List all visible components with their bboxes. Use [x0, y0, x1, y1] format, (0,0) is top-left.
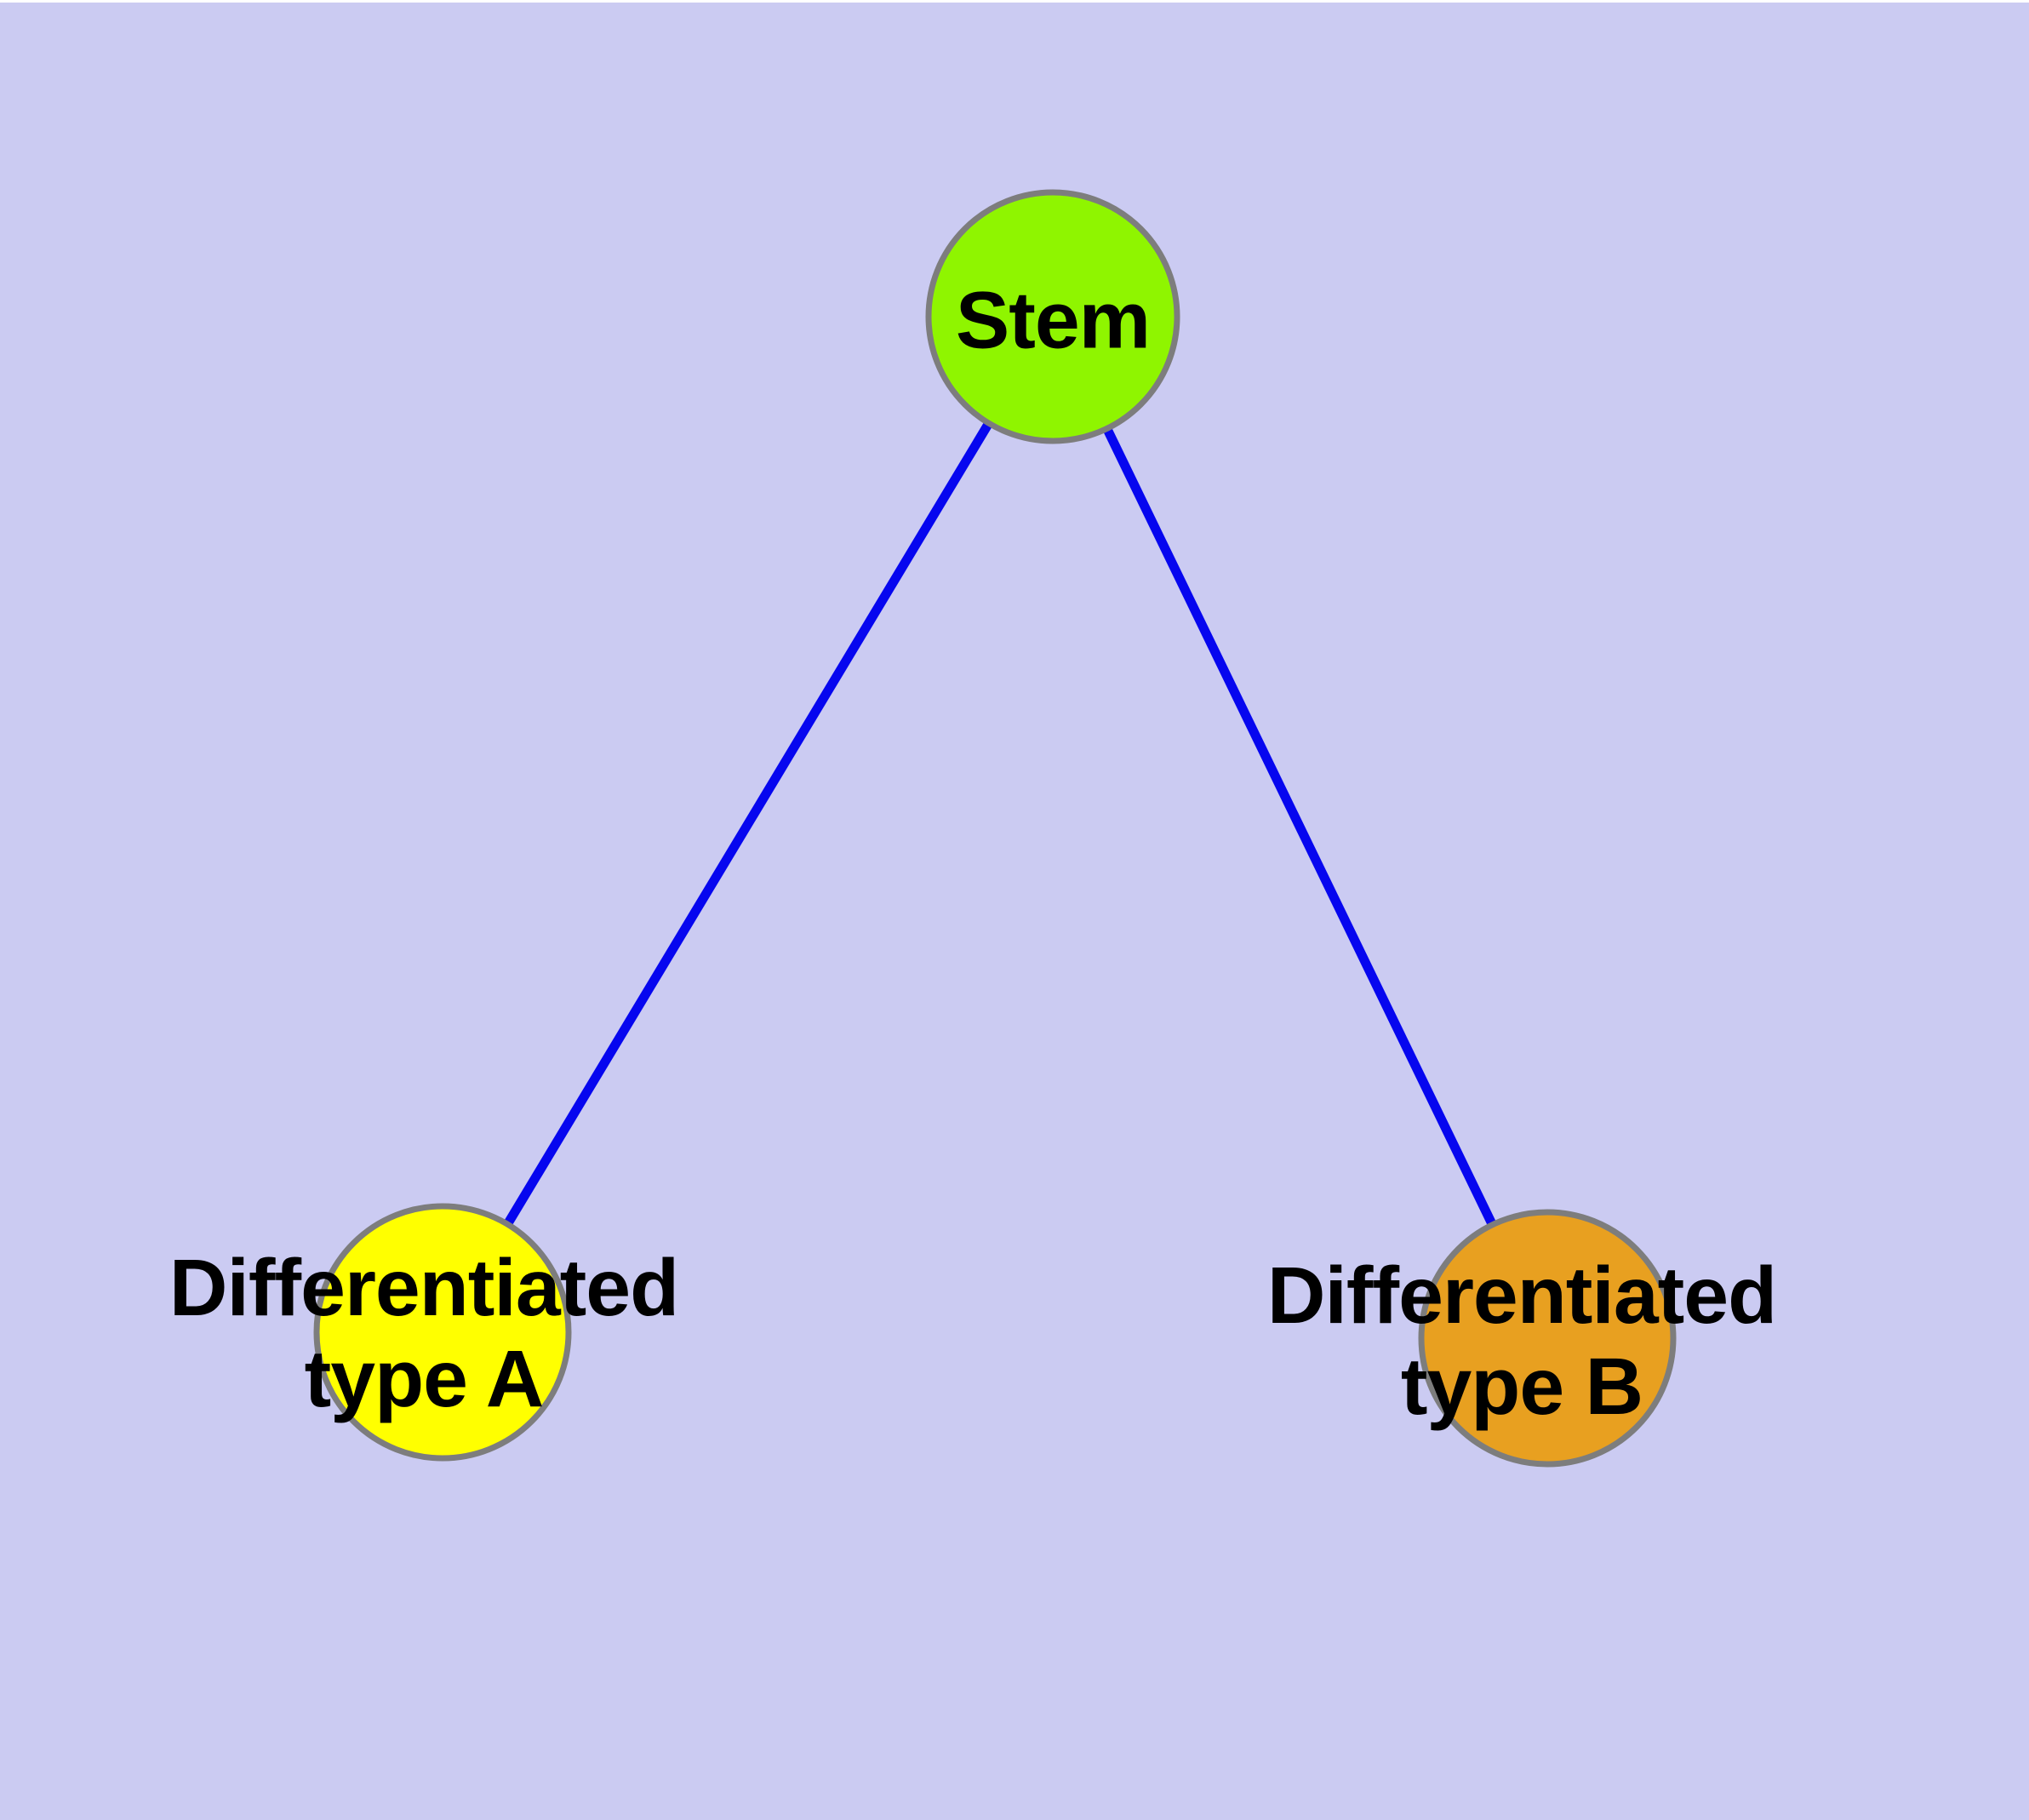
node-stem[interactable] — [925, 189, 1180, 444]
node-label-differentiated-type-b: Differentiated type B — [1266, 1251, 1777, 1433]
node-label-line: type B — [1400, 1342, 1643, 1432]
node-label-line: type A — [304, 1334, 545, 1424]
node-label-line: Differentiated — [169, 1243, 679, 1333]
edge-stem-to-type-b — [1049, 314, 1552, 1341]
node-label-stem: Stem — [955, 275, 1151, 367]
node-differentiated-type-b[interactable] — [1418, 1209, 1677, 1468]
node-differentiated-type-a[interactable] — [313, 1203, 572, 1462]
node-label-differentiated-type-a: Differentiated type A — [169, 1243, 679, 1425]
node-label-line: Differentiated — [1266, 1251, 1777, 1341]
node-label-line: Stem — [955, 275, 1151, 366]
window-top-edge — [0, 0, 2029, 3]
edge-stem-to-type-a — [438, 314, 1057, 1335]
